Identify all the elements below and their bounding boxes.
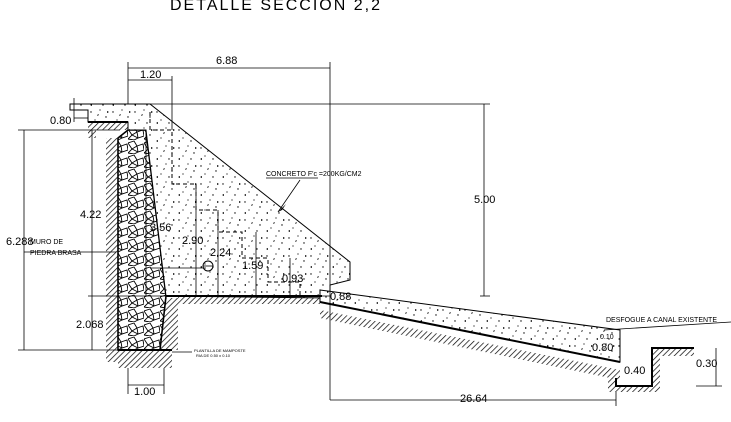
dim-top-width: 6.88 <box>216 55 237 67</box>
dim-step-2: 2.24 <box>210 247 231 259</box>
dim-channel-length: 26.64 <box>460 393 488 405</box>
dim-crest-offset: 0.80 <box>50 115 71 127</box>
dim-canal-width: 0.40 <box>624 365 645 377</box>
label-wall-line2: PIEDRA BRASA <box>30 250 82 257</box>
dim-step-3: 1.59 <box>242 260 263 272</box>
ground-hatch <box>88 122 694 392</box>
label-footing-line1: PLANTILLA DE MAMPOSTE <box>194 348 246 353</box>
dim-base-width: 1.00 <box>134 386 155 398</box>
dim-crest-width: 1.20 <box>140 69 161 81</box>
dim-lower-height: 2.068 <box>76 319 104 331</box>
label-wall-line1: MURO DE <box>30 239 63 246</box>
dim-upper-height: 4.22 <box>80 209 101 221</box>
dim-total-height: 6.288 <box>6 236 34 248</box>
dim-step-4: 0.93 <box>282 273 303 285</box>
label-footing-line2: RIA DE 0.50 x 0.10 <box>196 353 231 358</box>
dim-outlet-depth: 0.80 <box>592 342 613 354</box>
dim-canal-depth: 0.30 <box>696 358 717 370</box>
dim-wall-height: 3.56 <box>150 222 171 234</box>
dim-toe-height: 0.88 <box>330 291 351 303</box>
label-outlet: DESFOGUE A CANAL EXISTENTE <box>606 317 717 324</box>
concrete-body <box>69 103 351 299</box>
dim-slope-thickness: 0.10 <box>600 334 614 341</box>
dim-dam-height: 5.00 <box>474 194 495 206</box>
dimension-lines <box>18 62 731 406</box>
drawing-title: DETALLE SECCION 2,2 <box>170 0 382 14</box>
dim-step-1: 2.90 <box>182 235 203 247</box>
label-concrete: CONCRETO F'c =200KG/CM2 <box>266 171 362 178</box>
